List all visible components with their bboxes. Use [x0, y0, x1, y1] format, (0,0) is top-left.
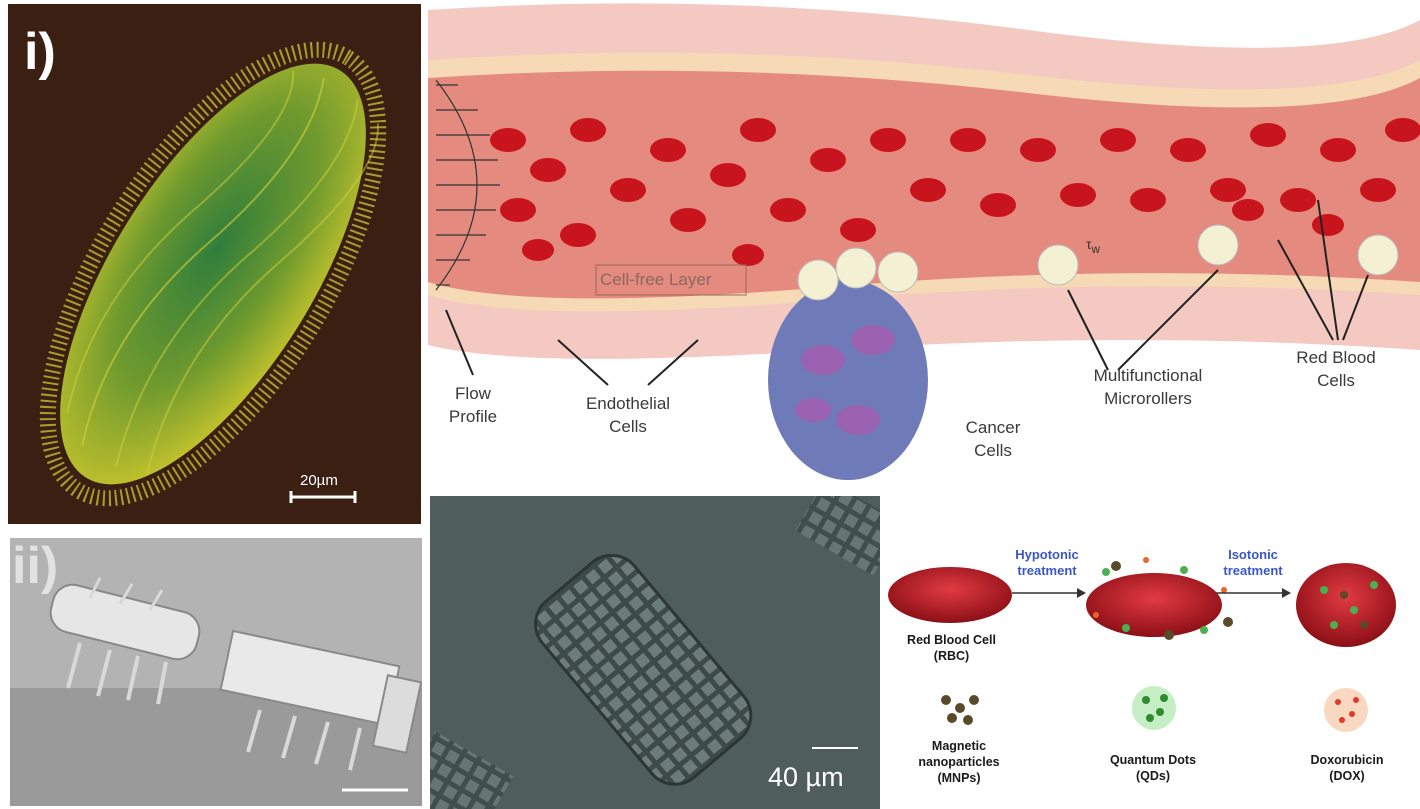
panel-i-sem-paramecium: i) 20µm	[8, 4, 421, 524]
panel-ii-sem-microrobots: ii)	[10, 538, 422, 806]
scale-label-i: 20µm	[300, 472, 338, 489]
scale-label-tube: 40 µm	[768, 762, 844, 792]
qd-label: Quantum Dots(QDs)	[1109, 753, 1197, 783]
microrobots-image	[10, 538, 422, 806]
microrobot-left	[49, 577, 201, 705]
lattice-tube-image	[430, 496, 880, 809]
cancer-cell-cluster	[768, 280, 928, 480]
paramecium-image	[39, 41, 387, 507]
microrobot-right	[219, 629, 422, 771]
ciliated-cell	[39, 41, 387, 507]
vessel-illustration	[428, 3, 1420, 480]
panel-label-i: i)	[24, 23, 56, 81]
cell-free-layer-label: Cell-free Layer	[600, 270, 712, 289]
mnp-icon	[941, 695, 979, 725]
doxorubicin-icon	[1324, 688, 1368, 732]
shear-stress-symbol: τw	[1086, 236, 1100, 256]
rbc-label: Red Blood Cell(RBC)	[907, 633, 996, 663]
rbc-scheme-graphics	[888, 557, 1396, 732]
dox-label: Doxorubicin(DOX)	[1310, 753, 1384, 783]
rbc-initial	[888, 567, 1012, 623]
panel-label-ii: ii)	[12, 538, 59, 595]
flow-profile-arrows	[435, 79, 500, 291]
annotation-arrows	[445, 199, 1369, 386]
quantum-dots-icon	[1132, 686, 1176, 730]
panel-sem-lattice-tube: 40 µm	[430, 496, 880, 809]
rbc-swollen	[1086, 573, 1222, 637]
cell-free-layer-box	[595, 264, 747, 296]
red-blood-cells	[490, 118, 1420, 266]
rbc-loaded	[1296, 563, 1396, 647]
lattice-cylinder	[534, 553, 753, 786]
microrollers	[797, 224, 1399, 301]
